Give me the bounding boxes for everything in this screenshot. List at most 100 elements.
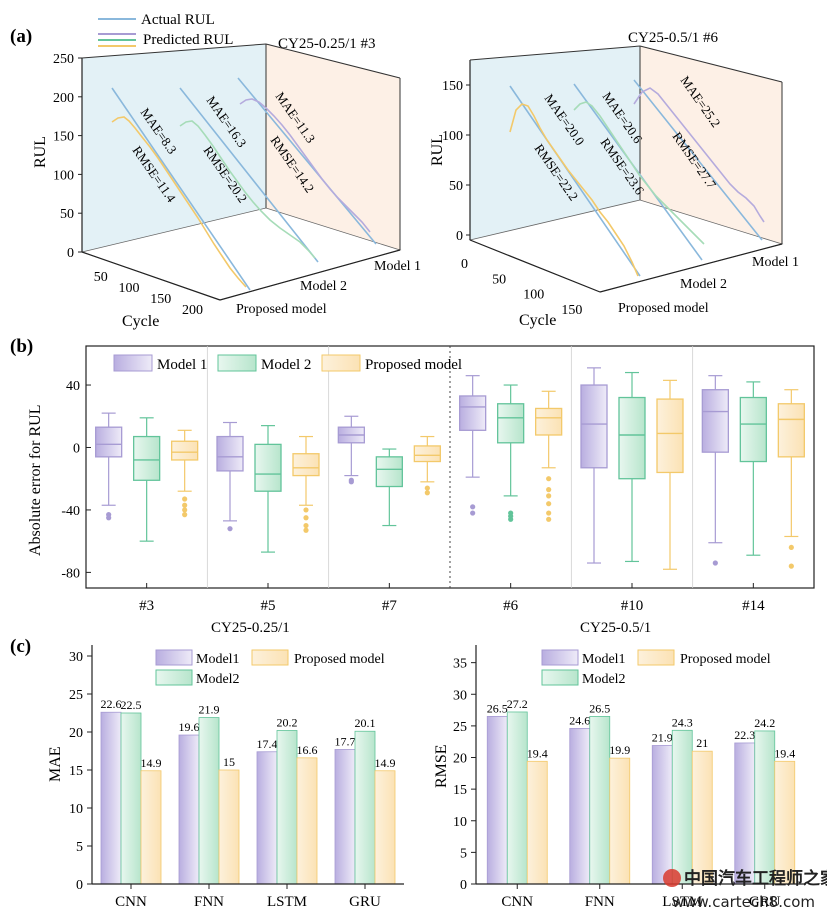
box-outlier: [303, 522, 309, 529]
c-mae-xtick-label: CNN: [115, 894, 147, 910]
a-right-ytick-label: 100: [442, 129, 463, 144]
b-ytick-label: -80: [61, 566, 80, 581]
c-rmse-xtick-label: GRU: [749, 894, 781, 910]
c-mae-ytick-label: 20: [69, 726, 83, 741]
box-outlier: [424, 490, 430, 496]
box-body: [580, 384, 608, 469]
a-right-actual-line-proposed: [509, 85, 641, 277]
c-mae-bar-value-label: 14.9: [375, 756, 396, 770]
a-right-top-edge: [469, 45, 641, 61]
b-ytick-label: -40: [61, 504, 80, 519]
box-body: [777, 403, 805, 458]
box-body: [216, 435, 244, 472]
c-rmse-legend-swatch-model2: [541, 669, 579, 686]
c-rmse-bar: [754, 730, 776, 885]
box-outlier: [470, 510, 476, 516]
a-left-depth-axis: [219, 249, 401, 301]
box-outlier: [546, 487, 552, 493]
c-mae-bar-value-label: 22.5: [121, 698, 142, 712]
box-outlier: [303, 527, 309, 533]
c-rmse-legend-swatch-proposed: [637, 649, 675, 666]
c-rmse-bar: [506, 711, 528, 885]
c-rmse-bar-value-label: 19.4: [774, 746, 795, 760]
box-outlier: [788, 544, 794, 551]
c-mae-legend-swatch-model2: [155, 669, 193, 686]
a-right-depth-model1: Model 1: [752, 255, 799, 270]
b-legend-swatch-model2: [217, 354, 257, 372]
box-outlier: [348, 479, 354, 485]
box-outlier: [182, 512, 188, 518]
a-right-side-wall: [640, 46, 782, 244]
a-right-ytick-label: 50: [449, 179, 463, 194]
c-mae-bar: [100, 711, 122, 885]
box-outlier: [712, 560, 718, 566]
box-outlier: [182, 496, 188, 502]
c-rmse-bar-value-label: 24.2: [754, 716, 775, 730]
a-left-ylabel: RUL: [32, 136, 49, 168]
a-right-xtick-label: 100: [523, 288, 544, 303]
c-rmse-ytick-label: 20: [453, 752, 467, 767]
a-right-depth-axis: [599, 243, 783, 293]
box-outlier: [303, 515, 309, 521]
a-right-ytick-label: 150: [442, 79, 463, 94]
c-mae-bar: [374, 770, 396, 885]
c-mae-bar: [198, 717, 220, 885]
c-rmse-bar-value-label: 22.3: [734, 728, 755, 742]
c-mae-legend: Model1 Model2 Proposed model: [155, 649, 385, 687]
b-legend: Model 1 Model 2 Proposed model: [113, 354, 462, 373]
c-mae-bar: [256, 751, 278, 885]
c-rmse-bar-value-label: 27.2: [507, 697, 528, 711]
c-mae-bar-value-label: 20.2: [277, 715, 298, 729]
b-legend-swatch-model1: [113, 354, 153, 372]
a-right-x-axis: [469, 239, 601, 293]
box-body: [656, 398, 684, 474]
a-right-top-edge-2: [639, 45, 783, 83]
a-left-pred-proposed-curve: [111, 116, 247, 288]
cartech-logo-icon: [663, 869, 681, 887]
c-rmse-bar: [774, 760, 796, 885]
c-rmse-xtick-label: LSTM: [662, 894, 702, 910]
c-rmse-bar: [569, 728, 591, 885]
c-mae-bar: [218, 769, 240, 885]
c-rmse-bar-value-label: 24.6: [569, 713, 590, 727]
panel-c-label: (c): [10, 636, 31, 657]
c-rmse-legend-proposed: Proposed model: [680, 652, 771, 667]
c-rmse-ytick-label: 5: [460, 846, 467, 861]
a-left-top-edge-2: [265, 43, 401, 79]
c-rmse-bar: [589, 716, 611, 885]
a-left-ytick-label: 150: [53, 130, 74, 145]
a-left-depth-model1: Model 1: [374, 259, 421, 274]
panel-a-label: (a): [10, 26, 32, 47]
b-group-label-0: CY25-0.25/1: [211, 620, 290, 636]
c-mae-ytick-label: 10: [69, 802, 83, 817]
c-rmse-ytick-label: 0: [460, 878, 467, 893]
c-rmse-bar-value-label: 19.9: [609, 743, 630, 757]
a-left-ytick-label: 0: [67, 246, 74, 261]
c-rmse-bar: [609, 757, 631, 885]
a-right-xlabel: Cycle: [519, 312, 556, 329]
box-outlier: [106, 515, 112, 521]
box-outlier: [470, 504, 476, 510]
b-ylabel: Absolute error for RUL: [27, 404, 44, 556]
c-mae-legend-proposed: Proposed model: [294, 652, 385, 667]
c-rmse-bar: [734, 742, 756, 885]
b-ytick-label: 40: [66, 379, 80, 394]
c-rmse-ytick-label: 15: [453, 783, 467, 798]
a-right-depth-model2: Model 2: [680, 277, 727, 292]
b-legend-model2: Model 2: [261, 357, 311, 373]
panel-a: (a) Actual RUL Predicted RUL CY25-0.25/1…: [10, 12, 799, 330]
watermark: 中国汽车工程师之家 www.cartech8.com: [663, 868, 827, 911]
a-right-back-wall: [470, 46, 640, 240]
b-group-label-1: CY25-0.5/1: [580, 620, 651, 636]
box-outlier: [788, 563, 794, 569]
a-left-xtick-label: 150: [150, 292, 171, 307]
box-outlier: [546, 493, 552, 499]
box-outlier: [227, 526, 233, 532]
c-mae-ytick-label: 15: [69, 764, 83, 779]
